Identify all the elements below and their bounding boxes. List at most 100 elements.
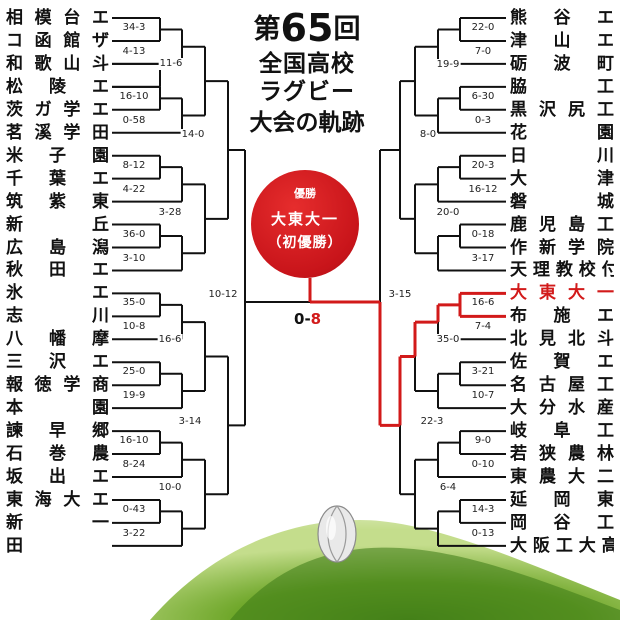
final-separator: - <box>304 310 311 328</box>
right-score-25: 6-30 <box>470 90 496 103</box>
right-score-40: 0-10 <box>470 459 496 472</box>
left-team-11: 秋 田 エ <box>6 260 109 281</box>
left-team-17: 本 園 <box>6 398 109 419</box>
right-score-35: 7-4 <box>473 321 493 334</box>
right-team-23: 大 阪 工 大 高 <box>510 535 614 556</box>
final-right-score: 8 <box>310 310 322 328</box>
right-score-36: 3-21 <box>470 366 496 379</box>
left-score-18: 0-43 <box>121 503 147 516</box>
right-team-16: 名 古 屋 工 <box>510 375 614 396</box>
final-score: 0-8 <box>294 310 321 328</box>
title-line4: 大会の軌跡 <box>249 109 365 136</box>
left-team-12: 氷 エ <box>6 283 109 304</box>
right-team-0: 熊 谷 エ <box>510 8 614 28</box>
right-team-21: 延 岡 東 <box>510 489 614 510</box>
left-team-14: 八 幡 摩 <box>6 329 109 350</box>
left-team-6: 米 子 園 <box>6 145 109 166</box>
rugby-ball-icon <box>317 505 357 563</box>
left-score-4: 0-58 <box>121 114 147 127</box>
left-score-9: 3-10 <box>121 252 147 265</box>
left-team-9: 新 丘 <box>6 214 109 235</box>
left-team-13: 志 川 <box>6 306 109 327</box>
left-score-17: 8-24 <box>121 459 147 472</box>
right-score-42: 0-13 <box>470 527 496 540</box>
right-team-1: 津 山 エ <box>510 30 614 51</box>
left-team-22: 新 一 <box>6 512 109 533</box>
left-team-10: 広 島 潟 <box>6 237 109 258</box>
right-score-24: 7-0 <box>473 45 493 58</box>
left-score-8: 36-0 <box>121 228 147 241</box>
right-score-39: 9-0 <box>473 435 493 448</box>
right-team-8: 磐 城 <box>510 191 614 212</box>
right-team-13: 布 施 エ <box>510 306 614 327</box>
left-team-2: 和 歌 山 斗 <box>6 53 109 74</box>
right-team-9: 鹿 児 島 工 <box>510 214 614 235</box>
left-score-13: 25-0 <box>121 366 147 379</box>
right-team-2: 砺 波 町 <box>510 53 614 74</box>
right-team-18: 岐 阜 工 <box>510 421 614 442</box>
title-suffix: 回 <box>333 14 361 45</box>
left-score-1: 4-13 <box>121 45 147 58</box>
right-score-37: 10-7 <box>470 390 496 403</box>
title-prefix: 第 <box>253 14 281 45</box>
right-score-26: 0-3 <box>473 114 493 127</box>
right-score-27: 19-9 <box>435 58 461 71</box>
title-number: 65 <box>280 6 334 50</box>
right-score-33: 8-0 <box>418 128 438 141</box>
right-score-38: 35-0 <box>435 334 461 347</box>
left-score-16: 16-10 <box>118 435 150 448</box>
left-score-7: 4-22 <box>121 183 147 196</box>
title-edition: 第65回 <box>232 8 382 50</box>
left-team-0: 相 模 台 エ <box>6 8 109 28</box>
left-score-19: 3-22 <box>121 527 147 540</box>
right-team-6: 日 川 <box>510 145 614 166</box>
right-score-30: 0-18 <box>470 228 496 241</box>
champion-badge: 優勝 大東大一 （初優勝） <box>251 170 359 278</box>
left-score-15: 16-6 <box>157 334 183 347</box>
right-team-4: 黒 沢 尻 工 <box>510 99 614 120</box>
left-score-21: 3-14 <box>177 416 203 429</box>
right-team-17: 大 分 水 産 <box>510 398 614 419</box>
right-team-15: 佐 賀 エ <box>510 352 614 373</box>
champion-team: 大東大一 <box>270 210 339 228</box>
right-team-19: 若 狭 農 林 <box>510 444 614 465</box>
left-score-10: 3-28 <box>157 206 183 219</box>
right-score-23: 22-0 <box>470 22 496 34</box>
right-team-20: 東 農 大 二 <box>510 467 614 487</box>
right-team-14: 北 見 北 斗 <box>510 329 614 350</box>
right-score-41: 14-3 <box>470 503 496 516</box>
right-team-10: 作 新 学 院 <box>510 237 614 258</box>
left-team-8: 筑 紫 東 <box>6 191 109 212</box>
final-left-score: 0 <box>294 310 305 328</box>
left-team-15: 三 沢 エ <box>6 352 109 373</box>
right-team-11: 天 理 教 校 付 <box>510 260 614 281</box>
left-team-18: 諫 早 郷 <box>6 421 109 442</box>
left-score-6: 8-12 <box>121 159 147 172</box>
right-score-29: 16-12 <box>467 183 499 196</box>
right-team-5: 花 園 <box>510 122 614 143</box>
left-score-0: 34-3 <box>121 22 147 34</box>
left-team-23: 田 <box>6 535 23 556</box>
title-line2: 全国高校 <box>259 51 355 77</box>
right-score-31: 3-17 <box>470 252 496 265</box>
left-score-3: 16-10 <box>118 90 150 103</box>
left-team-16: 報 徳 学 商 <box>6 375 109 396</box>
left-team-5: 茗 溪 学 田 <box>6 122 109 143</box>
left-team-21: 東 海 大 エ <box>6 489 109 510</box>
left-team-7: 千 葉 エ <box>6 168 109 189</box>
right-score-43: 6-4 <box>438 482 458 494</box>
left-team-4: 茨 ガ 学 エ <box>6 99 109 120</box>
left-score-22: 10-12 <box>207 289 239 302</box>
title-block: 第65回 全国高校 ラグビー 大会の軌跡 <box>232 8 382 140</box>
left-score-11: 35-0 <box>121 297 147 310</box>
champion-note: （初優勝） <box>267 235 343 251</box>
left-score-5: 14-0 <box>180 128 206 141</box>
right-score-32: 20-0 <box>435 206 461 219</box>
left-score-2: 11-6 <box>158 57 184 70</box>
champion-label: 優勝 <box>294 187 316 200</box>
left-score-14: 19-9 <box>121 390 147 403</box>
left-score-20: 10-0 <box>157 482 183 494</box>
right-team-22: 岡 谷 工 <box>510 512 614 533</box>
right-score-45: 3-15 <box>387 289 413 302</box>
